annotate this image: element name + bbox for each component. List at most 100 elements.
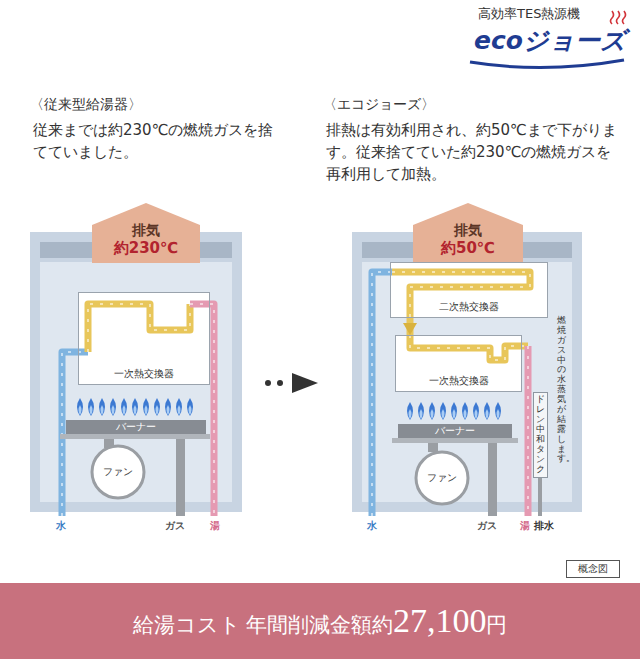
flame-core <box>497 409 500 419</box>
pipe-label: 水 <box>56 520 66 532</box>
flame <box>143 398 149 416</box>
node-content: バーナー <box>66 420 206 434</box>
housing-inner <box>40 262 232 502</box>
heat-exchanger-box-outline <box>79 293 210 385</box>
node-content: ファン <box>91 466 145 478</box>
flame <box>154 398 160 416</box>
flame-core <box>134 405 137 415</box>
fan-circle: ファン <box>91 445 145 499</box>
pipe-label: 燃焼ガス中の水蒸気が結露します。 <box>557 316 566 464</box>
flame-core <box>486 409 489 419</box>
node-text: 一次熱交換器 <box>114 368 174 380</box>
flame <box>429 402 435 420</box>
node-text: バーナー <box>435 424 475 438</box>
node-content: 概念図 <box>566 563 620 575</box>
savings-band-outline <box>0 583 640 659</box>
flame-core <box>409 409 412 419</box>
pipe-label: 水 <box>367 520 377 532</box>
flame <box>165 398 171 416</box>
flame <box>121 398 127 416</box>
flame-core <box>156 405 159 415</box>
flame <box>440 402 446 420</box>
burner-base <box>60 434 210 439</box>
flame-core <box>431 409 434 419</box>
flame <box>110 398 116 416</box>
node-text: ファン <box>103 466 133 478</box>
node-text: 排気 <box>454 222 482 239</box>
flame-core <box>79 405 82 415</box>
drain-pipe <box>538 478 542 516</box>
flame-core <box>453 409 456 419</box>
node-text: ドレン中和タンク <box>536 395 545 474</box>
flame <box>418 402 424 420</box>
pipe-label: 湯 <box>210 520 220 532</box>
node-content: 排気約230℃ <box>92 222 200 257</box>
exchanger-fill <box>390 262 548 318</box>
gas-pipe <box>488 438 497 516</box>
flame-core <box>178 405 181 415</box>
node-text: 27,100 <box>393 601 487 642</box>
heat-exchanger-box: 一次熱交換器 <box>78 292 210 385</box>
logo-text: ecoジョーズ <box>474 26 626 56</box>
transition-arrow <box>292 373 318 393</box>
transition-dot <box>265 380 271 386</box>
heat-exchanger-box-outline <box>391 263 548 318</box>
pipe-label: ガス <box>477 520 497 532</box>
section-heading: 〈エコジョーズ〉 <box>323 96 435 113</box>
node-text: バーナー <box>116 420 156 434</box>
pipe-flow-mark <box>88 304 190 352</box>
flame <box>187 398 193 416</box>
burner-band: バーナー <box>66 420 206 434</box>
flame-core <box>167 405 170 415</box>
flame-core <box>145 405 148 415</box>
pipe-connector <box>407 318 414 335</box>
pipe-flow-mark <box>392 272 530 318</box>
flame-core <box>420 409 423 419</box>
pipe-flow-mark <box>190 304 214 516</box>
flame-core <box>101 405 104 415</box>
node-content: ファン <box>415 472 469 484</box>
node-text: 二次熱交換器 <box>439 301 499 313</box>
burner-band-outline <box>66 420 206 434</box>
logo-swoosh <box>470 60 624 68</box>
node-text: 円 <box>486 613 507 638</box>
flame <box>495 402 501 420</box>
node-content: 排気約50℃ <box>413 222 523 257</box>
pipe-flow-mark <box>410 335 528 360</box>
diagram-tag: 概念図 <box>566 560 620 578</box>
flame <box>88 398 94 416</box>
flame-core <box>112 405 115 415</box>
burner-base <box>392 438 518 443</box>
node-content: 二次熱交換器 <box>390 301 548 313</box>
fan-circle-outline <box>92 446 144 498</box>
savings-band: 給湯コスト 年間削減金額約27,100円 <box>0 583 640 659</box>
node-content: 一次熱交換器 <box>395 375 522 387</box>
diagram-tag-outline <box>567 561 620 578</box>
flame <box>176 398 182 416</box>
fan-circle-outline <box>416 452 468 504</box>
pipe-label: 高効率TES熱源機 <box>478 6 580 22</box>
description: 従来までは約230℃の燃焼ガスを捨てていました。 <box>33 120 283 164</box>
flame <box>484 402 490 420</box>
flame-core <box>123 405 126 415</box>
flame <box>473 402 479 420</box>
drain-tank-outline <box>534 393 548 478</box>
pipe <box>190 304 214 516</box>
heat-exchanger-box: 二次熱交換器 <box>390 262 548 318</box>
flame <box>132 398 138 416</box>
node-text: 約230℃ <box>114 239 178 257</box>
logo-steam <box>611 11 614 24</box>
node-content: 一次熱交換器 <box>78 368 210 380</box>
node-text: 概念図 <box>578 563 608 575</box>
pipe <box>410 335 528 360</box>
description: 排熱は有効利用され、約50℃まで下がります。従来捨てていた約230℃の燃焼ガスを… <box>326 120 624 185</box>
node-content: バーナー <box>398 424 512 438</box>
logo-steam <box>617 11 620 24</box>
node-text: ファン <box>427 472 457 484</box>
burner-band: バーナー <box>398 424 512 438</box>
pipe-label: 排水 <box>534 520 554 532</box>
drain-tank: ドレン中和タンク <box>533 392 548 478</box>
node-content: ドレン中和タンク <box>533 395 548 474</box>
transition-dot <box>277 380 283 386</box>
